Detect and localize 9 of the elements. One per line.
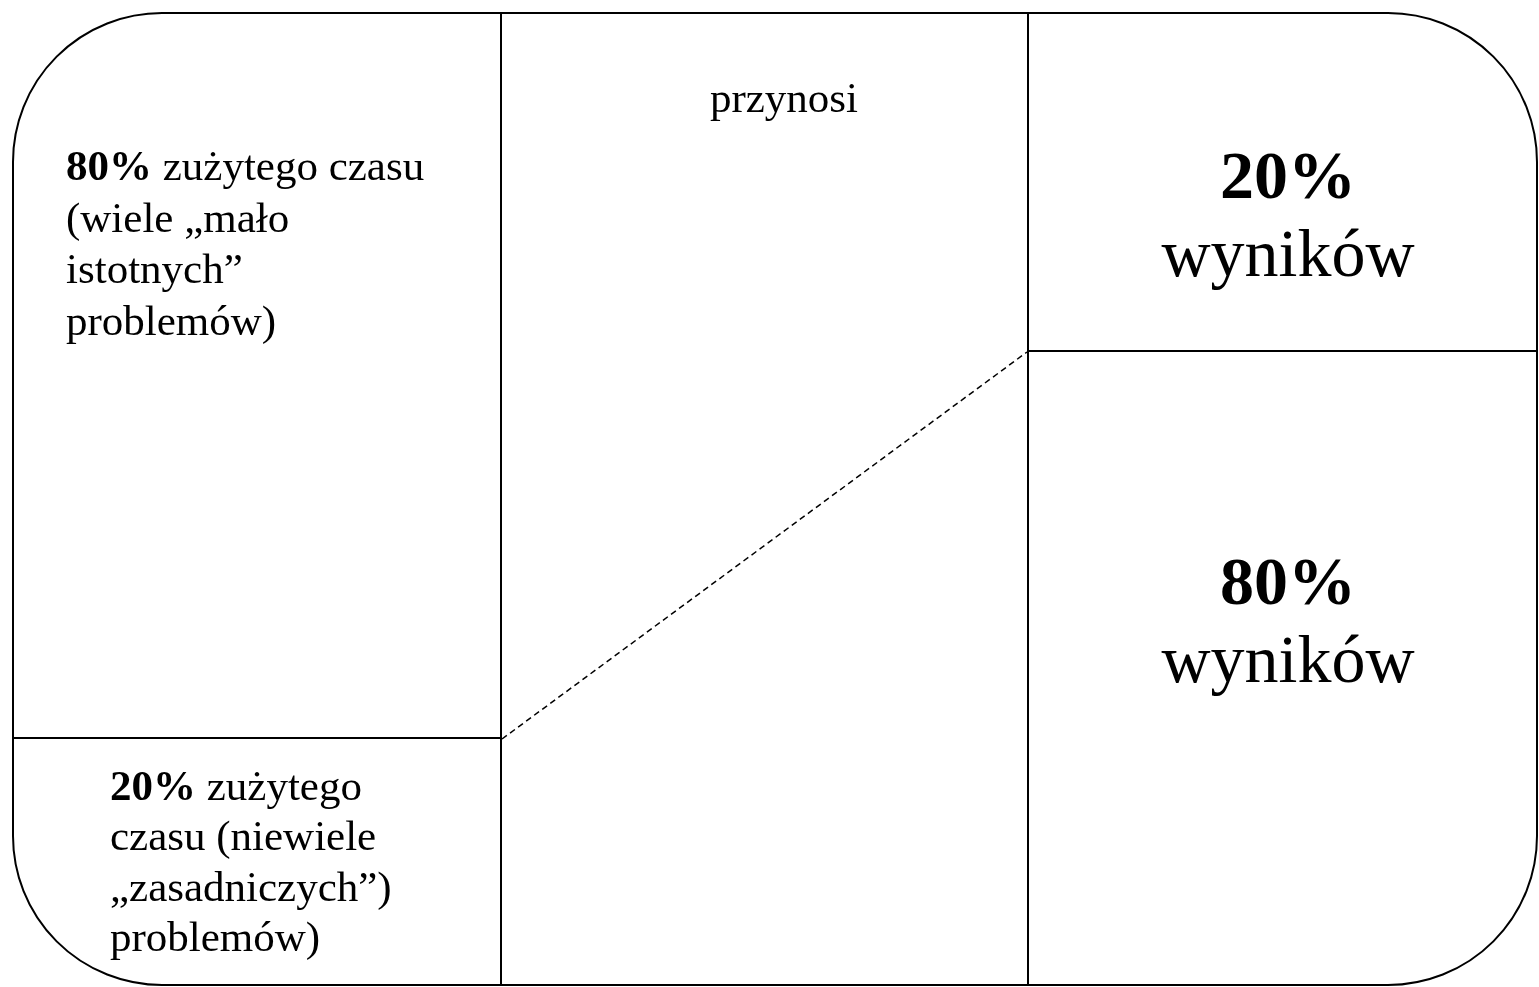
cell-text: 20% wyników bbox=[1160, 136, 1416, 293]
dashed-line bbox=[501, 351, 1028, 740]
cell-text: 80% zużytego czasu (wiele „mało istotnych” problemów) bbox=[66, 141, 426, 346]
cell-text: przynosi bbox=[709, 73, 859, 123]
table-cell bbox=[1027, 14, 1536, 352]
cell-text: 20% zużytego czasu (niewiele „zasadniczych”) problemów) bbox=[110, 761, 393, 962]
table-cell bbox=[14, 14, 502, 739]
cell-text: 80% wyników bbox=[1160, 542, 1416, 699]
diagram-frame bbox=[12, 12, 1538, 986]
